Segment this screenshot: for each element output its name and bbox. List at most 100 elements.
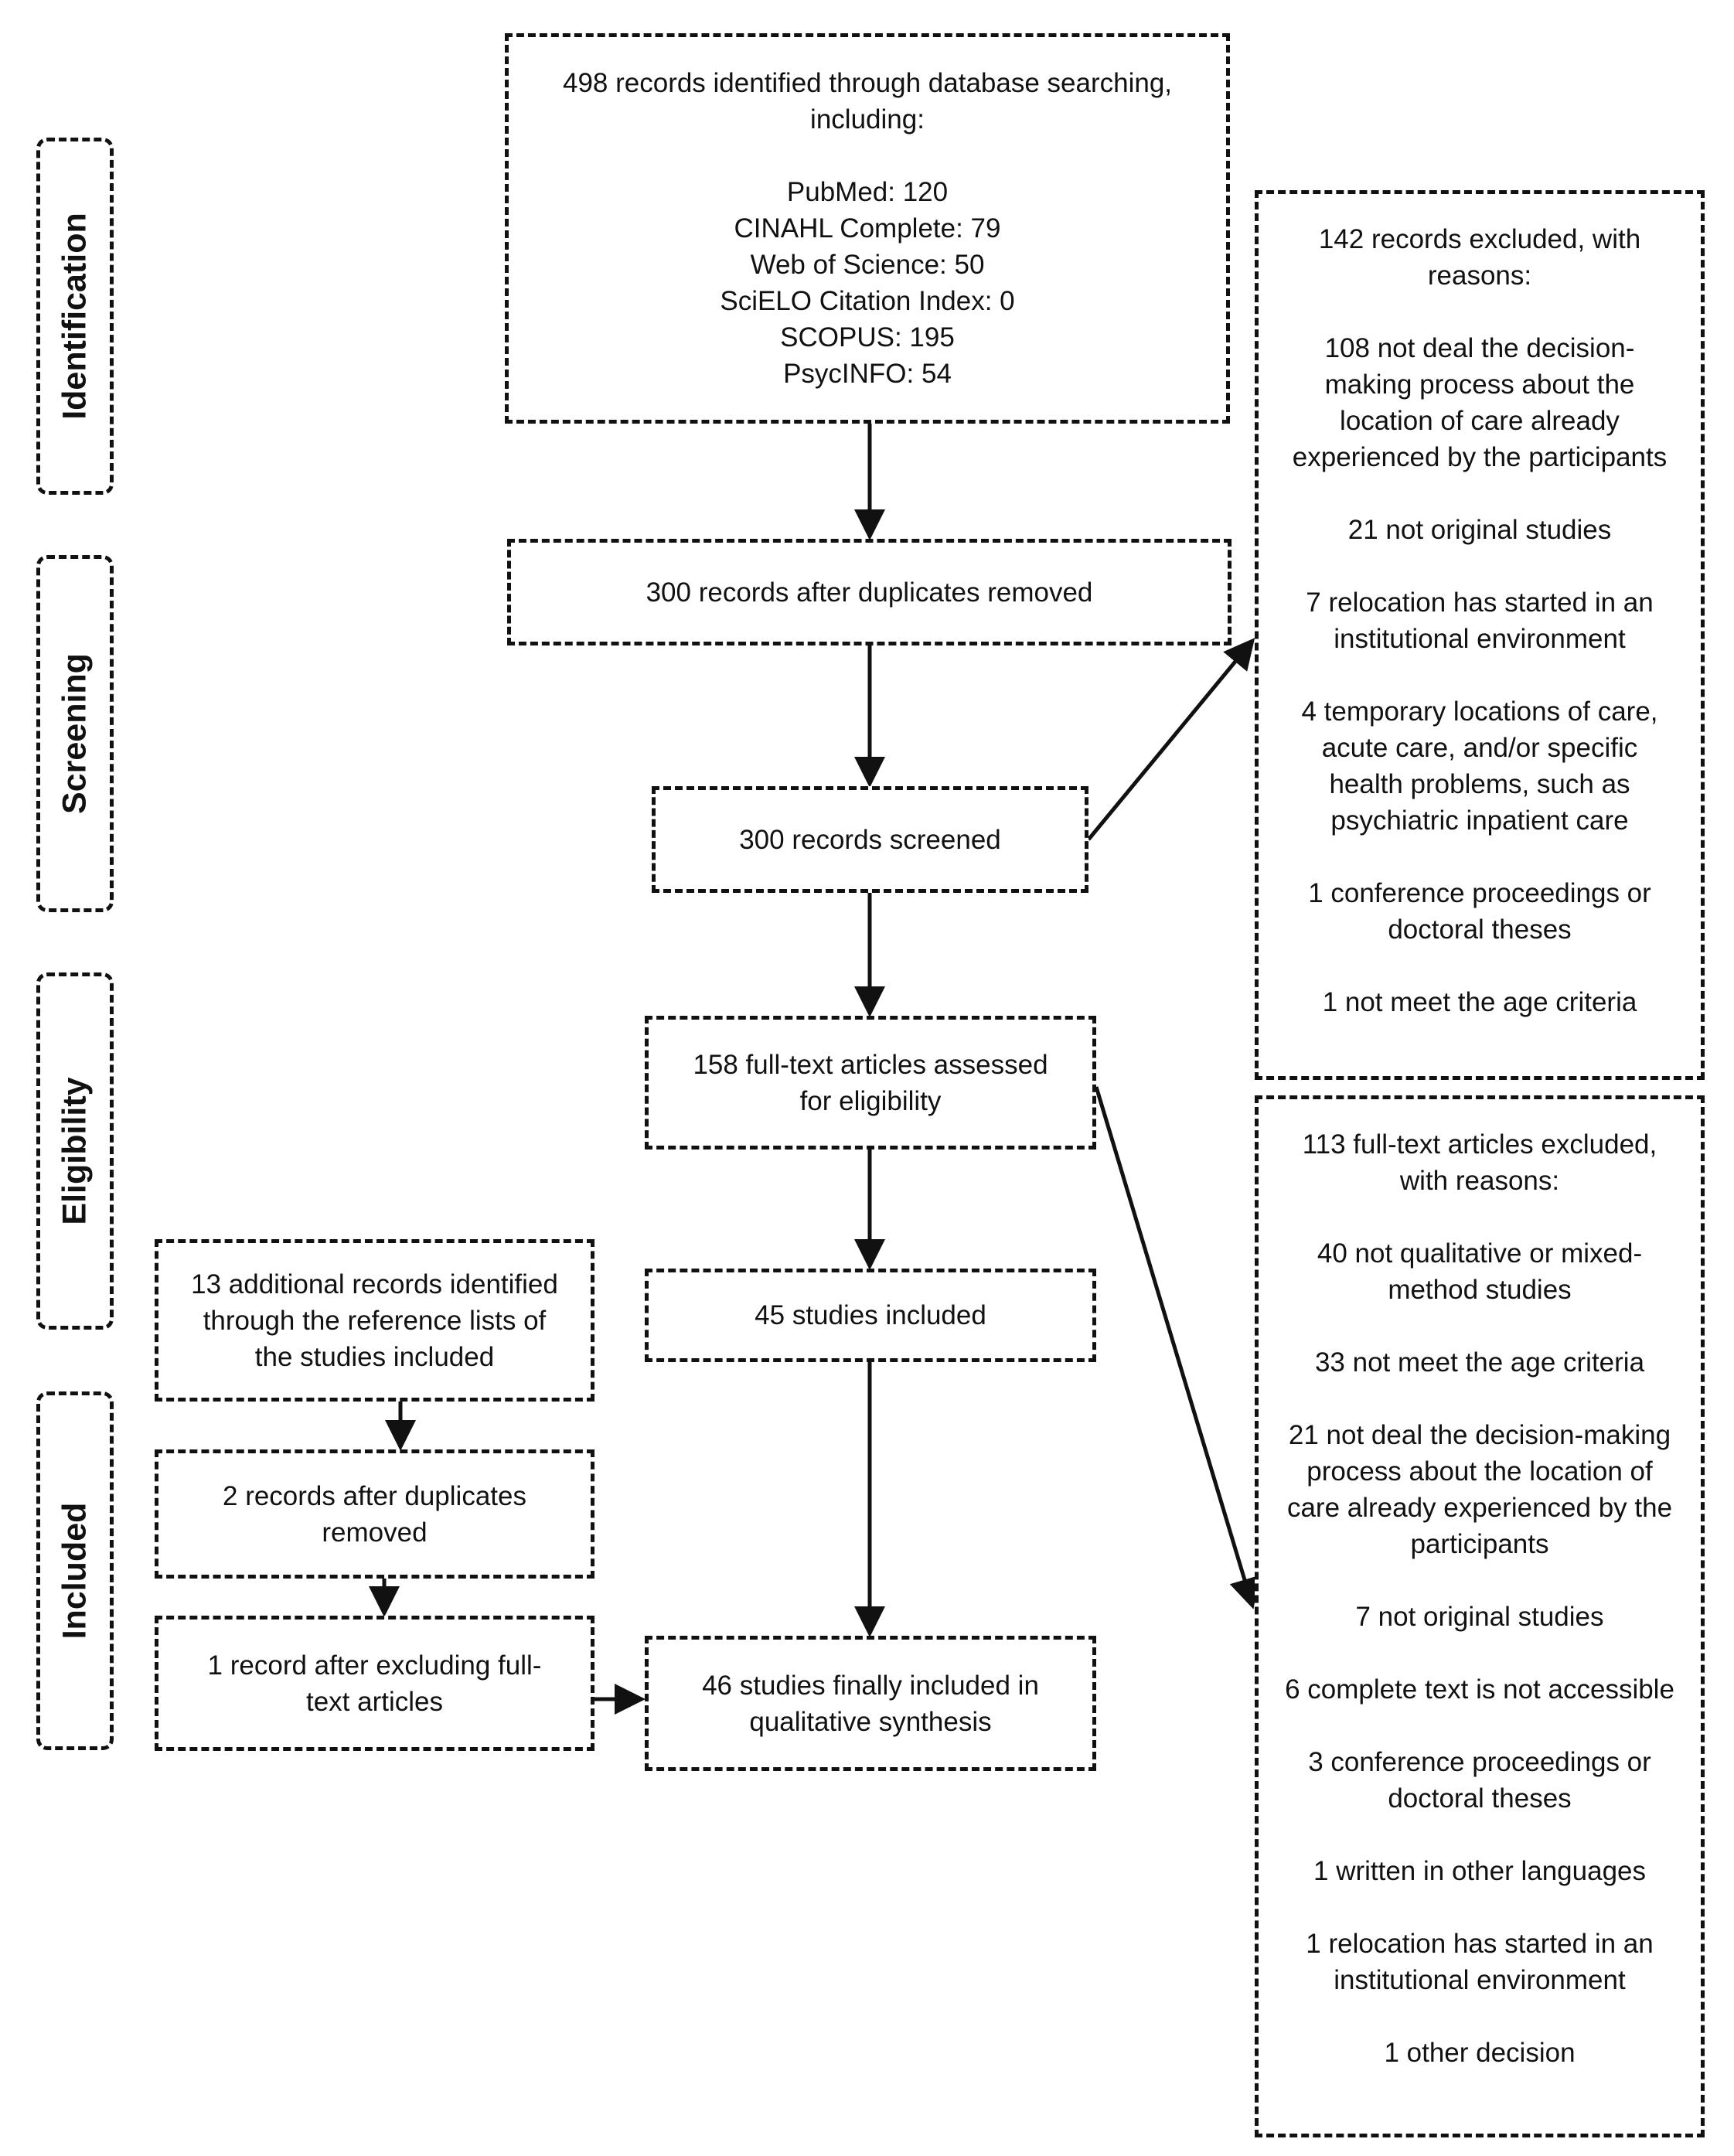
- text-line: 4 temporary locations of care,: [1301, 697, 1658, 727]
- text-line: 6 complete text is not accessible: [1285, 1674, 1674, 1705]
- line-gap: [1293, 294, 1667, 330]
- text-line: including:: [810, 104, 925, 135]
- text-line: 142 records excluded, with: [1318, 224, 1641, 254]
- text-line: PsycINFO: 54: [783, 359, 952, 389]
- line-gap: [1285, 1889, 1674, 1926]
- phase-screening: Screening: [36, 555, 114, 912]
- box-records-excluded: 142 records excluded, with reasons: 108 no…: [1255, 190, 1705, 1080]
- line-gap: [1285, 1817, 1674, 1853]
- box-final-included-text: 46 studies finally included in qualitativ…: [702, 1667, 1039, 1740]
- box-records-excluded-text: 142 records excluded, with reasons: 108 no…: [1293, 221, 1667, 1020]
- text-line: 1 written in other languages: [1313, 1856, 1646, 1886]
- text-line: 108 not deal the decision-: [1324, 333, 1635, 363]
- text-line: 300 records after duplicates removed: [646, 577, 1093, 608]
- box-studies-included-text: 45 studies included: [755, 1297, 986, 1333]
- text-line: SCOPUS: 195: [780, 322, 955, 353]
- box-studies-included: 45 studies included: [645, 1269, 1096, 1362]
- box-final-included: 46 studies finally included in qualitativ…: [645, 1636, 1096, 1771]
- text-line: doctoral theses: [1388, 915, 1572, 945]
- text-line: acute care, and/or specific: [1321, 733, 1638, 763]
- box-fulltext-assessed: 158 full-text articles assessed for eligi…: [645, 1016, 1096, 1150]
- text-line: making process about the: [1324, 370, 1635, 400]
- line-gap: [1293, 948, 1667, 984]
- arrow-screened-to-excluded: [1087, 638, 1255, 841]
- phase-included: Included: [36, 1391, 114, 1750]
- text-line: 1 not meet the age criteria: [1322, 987, 1637, 1017]
- text-line: 7 not original studies: [1355, 1602, 1604, 1632]
- text-line: SciELO Citation Index: 0: [720, 286, 1015, 316]
- text-line: 2 records after duplicates: [223, 1480, 526, 1511]
- text-line: care already experienced by the: [1286, 1493, 1673, 1523]
- line-gap: [1285, 1308, 1674, 1344]
- text-line: Web of Science: 50: [750, 250, 985, 280]
- text-line: 40 not qualitative or mixed-: [1317, 1238, 1643, 1269]
- text-line: institutional environment: [1334, 1965, 1626, 1995]
- box-additional-identified-text: 13 additional records identified through …: [191, 1266, 558, 1375]
- line-gap: [1293, 548, 1667, 584]
- text-line: method studies: [1388, 1275, 1572, 1305]
- box-duplicates-removed-text: 300 records after duplicates removed: [646, 574, 1093, 611]
- text-line: reasons:: [1427, 261, 1532, 291]
- box-fulltext-excluded: 113 full-text articles excluded, with rea…: [1255, 1095, 1705, 2137]
- text-line: qualitative synthesis: [749, 1706, 992, 1737]
- text-line: 46 studies finally included in: [702, 1670, 1039, 1701]
- text-line: 33 not meet the age criteria: [1314, 1347, 1645, 1378]
- text-line: 7 relocation has started in an: [1306, 588, 1654, 618]
- line-gap: [1293, 839, 1667, 875]
- box-records-screened: 300 records screened: [652, 786, 1088, 893]
- text-line: doctoral theses: [1388, 1783, 1572, 1814]
- text-line: 158 full-text articles assessed: [693, 1049, 1048, 1080]
- box-records-identified: 498 records identified through database …: [505, 33, 1230, 424]
- phase-eligibility: Eligibility: [36, 972, 114, 1330]
- line-gap: [1285, 1635, 1674, 1671]
- line-gap: [1285, 1199, 1674, 1235]
- text-line: the studies included: [254, 1341, 495, 1372]
- text-line: institutional environment: [1334, 624, 1626, 654]
- box-additional-excluding-text: 1 record after excluding full-text artic…: [208, 1647, 542, 1720]
- text-line: PubMed: 120: [786, 177, 949, 207]
- box-additional-identified: 13 additional records identified through …: [155, 1239, 594, 1402]
- line-gap: [1285, 1381, 1674, 1417]
- text-line: removed: [322, 1517, 428, 1548]
- line-gap: [1285, 1998, 1674, 2035]
- box-fulltext-excluded-text: 113 full-text articles excluded, with rea…: [1285, 1126, 1674, 2071]
- phase-identification: Identification: [36, 138, 114, 495]
- text-line: through the reference lists of: [203, 1305, 547, 1336]
- text-line: 21 not original studies: [1347, 515, 1612, 545]
- text-line: 1 relocation has started in an: [1306, 1929, 1654, 1959]
- text-line: 45 studies included: [755, 1300, 986, 1330]
- text-line: 300 records screened: [739, 824, 1001, 855]
- text-line: 1 other decision: [1384, 2038, 1576, 2068]
- line-gap: [1285, 1562, 1674, 1599]
- text-line: 3 conference proceedings or: [1308, 1747, 1651, 1777]
- text-line: 13 additional records identified: [191, 1269, 558, 1299]
- text-line: participants: [1410, 1529, 1549, 1559]
- text-line: 498 records identified through database …: [562, 68, 1173, 98]
- arrow-fulltext-to-excluded: [1094, 1086, 1260, 1609]
- line-gap: [1293, 475, 1667, 512]
- text-line: location of care already: [1340, 406, 1620, 436]
- box-additional-duplicates: 2 records after duplicates removed: [155, 1449, 594, 1579]
- box-fulltext-assessed-text: 158 full-text articles assessed for eligi…: [693, 1047, 1048, 1119]
- text-line: 113 full-text articles excluded,: [1302, 1129, 1657, 1160]
- box-records-screened-text: 300 records screened: [739, 822, 1001, 858]
- text-line: 1 conference proceedings or: [1308, 878, 1651, 908]
- line-gap: [563, 138, 1172, 174]
- text-line: for eligibility: [799, 1085, 942, 1116]
- text-line: process about the location of: [1306, 1456, 1653, 1487]
- text-line: 1 record after excluding full-: [207, 1650, 542, 1681]
- box-additional-duplicates-text: 2 records after duplicates removed: [223, 1478, 526, 1551]
- text-line: psychiatric inpatient care: [1330, 806, 1629, 836]
- line-gap: [1285, 1708, 1674, 1744]
- text-line: experienced by the participants: [1292, 442, 1668, 472]
- text-line: 21 not deal the decision-making: [1288, 1420, 1671, 1450]
- text-line: with reasons:: [1399, 1166, 1560, 1196]
- text-line: text articles: [305, 1686, 443, 1717]
- text-line: health problems, such as: [1329, 769, 1630, 799]
- text-line: CINAHL Complete: 79: [734, 213, 1001, 244]
- box-duplicates-removed: 300 records after duplicates removed: [507, 539, 1232, 645]
- box-additional-excluding: 1 record after excluding full-text artic…: [155, 1616, 594, 1751]
- line-gap: [1293, 657, 1667, 693]
- box-records-identified-text: 498 records identified through database …: [563, 65, 1172, 392]
